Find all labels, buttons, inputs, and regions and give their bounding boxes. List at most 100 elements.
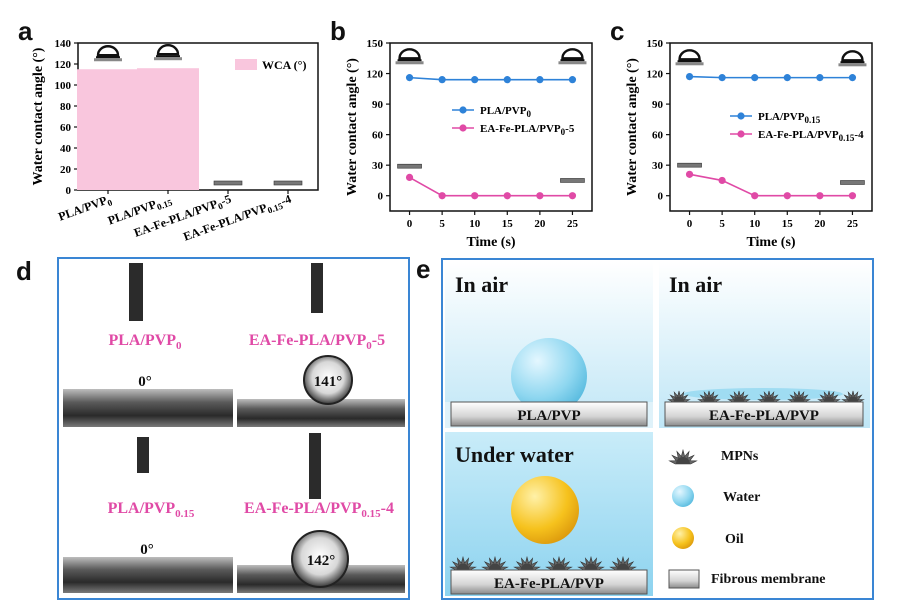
c-point xyxy=(685,73,694,81)
b-point xyxy=(503,192,511,200)
b-point xyxy=(503,76,511,84)
panel-label-d: d xyxy=(16,256,32,286)
e-substrate-3-label: EA-Fe-PLA/PVP xyxy=(494,576,604,592)
b-point xyxy=(471,192,479,200)
c-ytick-label: 90 xyxy=(652,99,664,111)
a-bar-droplet-icon xyxy=(96,45,120,57)
panel-label-e: e xyxy=(416,254,431,284)
e-oil-drop xyxy=(511,476,579,544)
c-droplet-icon xyxy=(678,49,701,61)
mpn-row-2 xyxy=(667,390,865,403)
c-ytick-label: 0 xyxy=(658,191,664,203)
e-legend-membrane-icon xyxy=(668,569,700,589)
b-xtick-label: 20 xyxy=(534,218,546,230)
a-y-axis-label: Water contact angle (°) xyxy=(31,47,46,185)
e-cell-2-title: In air xyxy=(669,272,722,297)
c-plot-frame xyxy=(669,42,873,212)
a-xtick-label: EA-Fe-PLA/PVP0.15-4 xyxy=(181,192,293,246)
b-plot-frame xyxy=(389,42,593,212)
mpn-icon xyxy=(449,555,477,571)
b-film-icon xyxy=(560,178,585,183)
panel-label-b: b xyxy=(330,16,346,46)
b-film-icon xyxy=(397,163,422,169)
d-label-4: EA-Fe-PLA/PVP0.15-4 xyxy=(244,500,394,520)
mpn-icon xyxy=(513,555,541,571)
b-point xyxy=(536,192,544,200)
b-point xyxy=(568,76,577,84)
b-xtick-label: 0 xyxy=(407,218,413,230)
panel-label-c: c xyxy=(610,16,625,46)
b-series-line xyxy=(409,176,573,197)
d-angle-4: 142° xyxy=(307,553,336,569)
film-3 xyxy=(63,557,233,593)
mpn-icon-core xyxy=(823,396,835,402)
b-point xyxy=(568,192,577,200)
a-bar-droplet-icon-film xyxy=(94,58,122,62)
b-legend-label: EA-Fe-PLA/PVP0-5 xyxy=(480,123,575,137)
mpn-icon xyxy=(577,555,605,571)
b-ytick-label: 30 xyxy=(372,160,384,172)
needle-2 xyxy=(311,263,323,313)
c-droplet-icon-film xyxy=(838,63,867,67)
mpn-icon-core xyxy=(488,563,502,570)
b-ytick-label: 60 xyxy=(372,130,384,142)
mpn-icon-core xyxy=(763,396,775,402)
c-series-line xyxy=(689,75,853,79)
e-substrate-3 xyxy=(450,569,648,595)
mpn-icon-core xyxy=(676,457,690,464)
panel-d-svg: PLA/PVP0 EA-Fe-PLA/PVP0-5 PLA/PVP0.15 EA… xyxy=(63,263,405,593)
mpn-row-3 xyxy=(449,555,637,571)
c-point xyxy=(848,74,857,82)
mpn-icon-core xyxy=(456,563,470,570)
b-point xyxy=(405,173,414,181)
c-x-axis-label: Time (s) xyxy=(746,235,795,250)
b-xtick-label: 25 xyxy=(567,218,579,230)
c-point xyxy=(848,192,857,200)
mpn-icon xyxy=(545,555,573,571)
panel-e-svg: In air PLA/PVP In air EA-Fe-PLA/PVP Unde… xyxy=(445,262,870,596)
mpn-icon-core xyxy=(673,396,685,402)
mpn-icon xyxy=(817,390,841,403)
c-xtick-label: 25 xyxy=(847,218,859,230)
d-label-1: PLA/PVP0 xyxy=(108,332,182,352)
b-point xyxy=(438,76,446,84)
c-legend-label: EA-Fe-PLA/PVP0.15-4 xyxy=(758,129,864,143)
b-legend-marker xyxy=(459,106,467,114)
c-point xyxy=(816,74,824,82)
d-angle-3: 0° xyxy=(140,542,154,558)
c-point xyxy=(751,74,759,82)
c-xtick-label: 5 xyxy=(719,218,725,230)
droplet-1 xyxy=(303,355,353,405)
d-angle-2: 141° xyxy=(314,374,343,390)
c-droplet-icon-film xyxy=(675,62,704,66)
b-point xyxy=(471,76,479,84)
a-ytick-label: 140 xyxy=(55,38,72,50)
e-water-drop-1 xyxy=(511,338,587,414)
e-cell-1-title: In air xyxy=(455,272,508,297)
droplet-2 xyxy=(291,530,349,588)
b-droplet-icon-film xyxy=(558,61,587,65)
e-substrate-1-label: PLA/PVP xyxy=(517,408,580,424)
a-legend-swatch xyxy=(235,59,257,70)
c-film-icon xyxy=(677,162,702,168)
c-ytick-label: 150 xyxy=(647,38,664,50)
a-ytick-label: 80 xyxy=(60,101,72,113)
c-droplet-icon xyxy=(841,50,864,62)
mpn-legend-icon xyxy=(668,448,698,465)
b-x-axis-label: Time (s) xyxy=(466,235,515,250)
b-series-line xyxy=(409,76,573,81)
e-substrate-2-label: EA-Fe-PLA/PVP xyxy=(709,408,819,424)
b-legend-marker xyxy=(459,124,467,132)
c-xtick-label: 10 xyxy=(749,218,761,230)
c-point xyxy=(718,74,726,82)
panel-d-photos: PLA/PVP0 EA-Fe-PLA/PVP0-5 PLA/PVP0.15 EA… xyxy=(57,257,410,600)
film-1 xyxy=(63,389,233,427)
mpn-icon-core xyxy=(552,563,566,570)
d-angle-1: 0° xyxy=(138,374,152,390)
e-legend-membrane: Fibrous membrane xyxy=(711,572,825,587)
mpn-icon-core xyxy=(584,563,598,570)
a-ytick-label: 20 xyxy=(60,164,72,176)
